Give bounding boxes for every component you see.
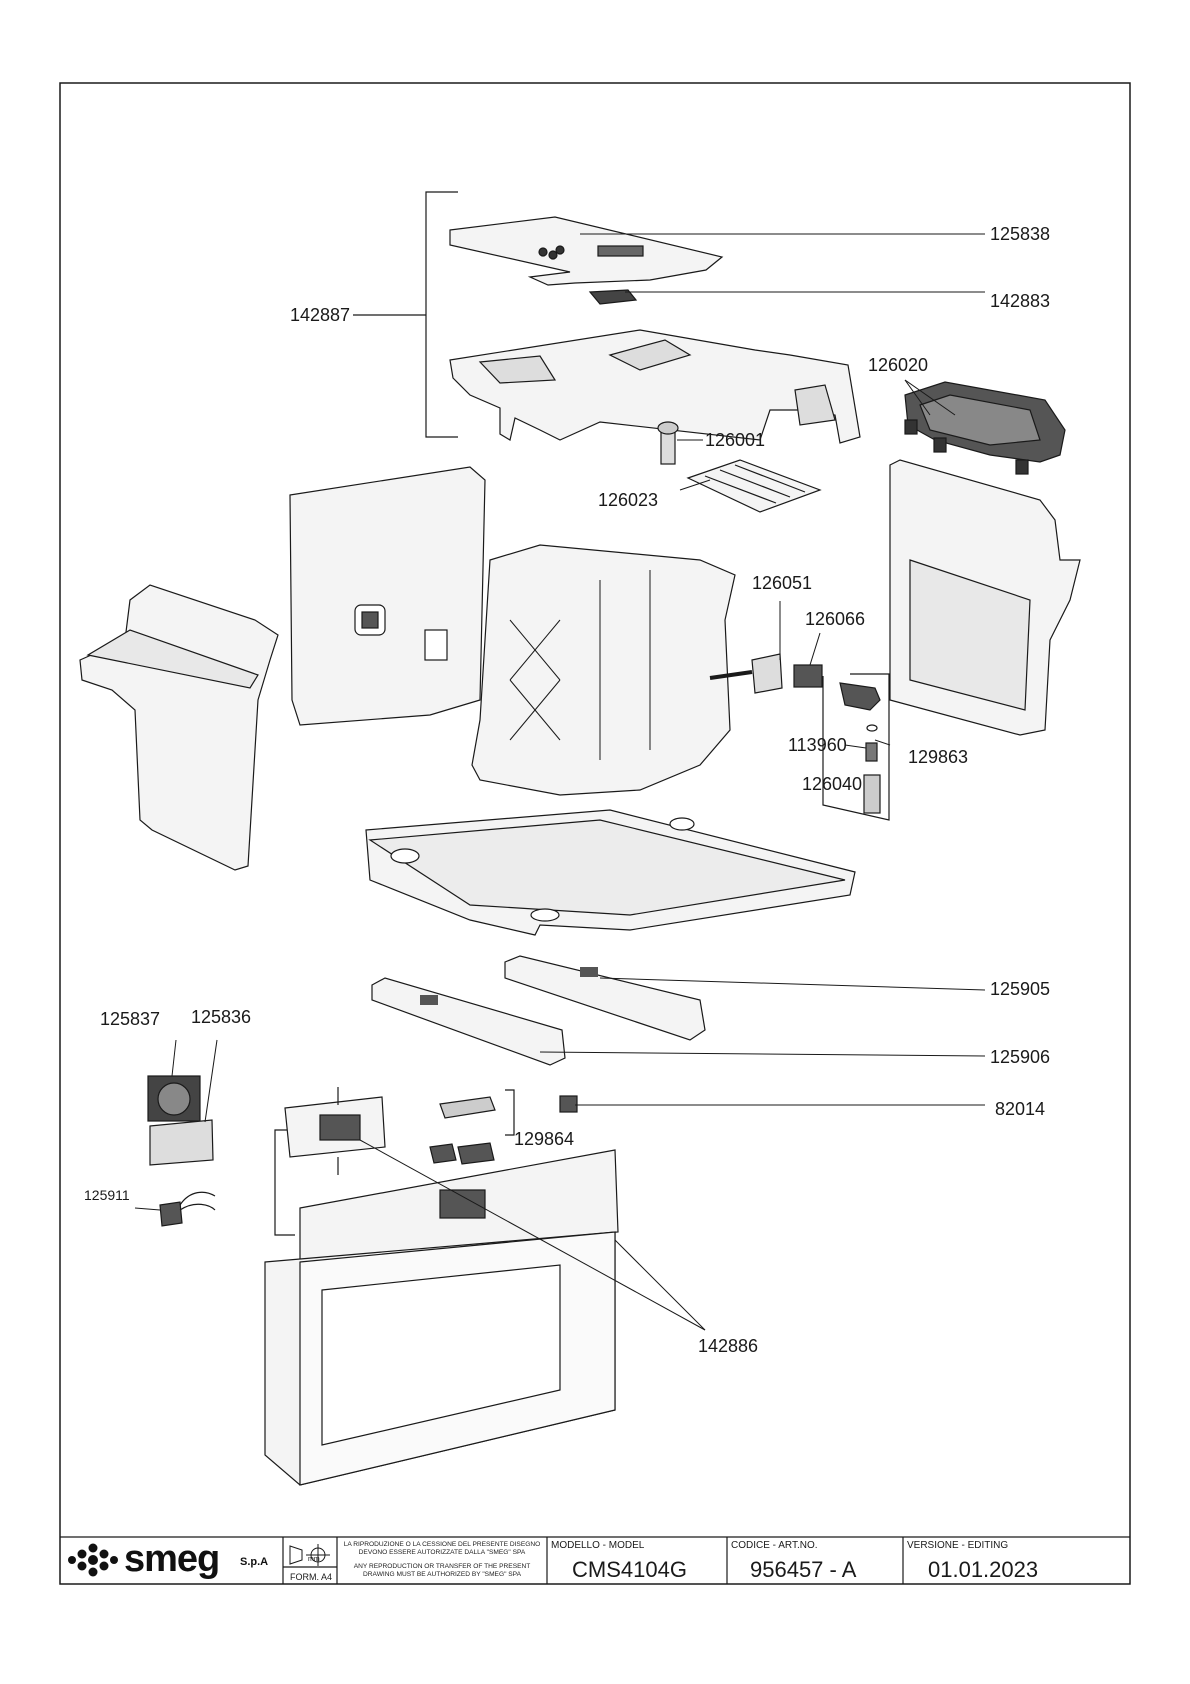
part-label-126001: 126001 [705, 430, 766, 450]
company-logo: smeg [124, 1538, 220, 1580]
switch-part [159, 1201, 183, 1227]
part-label-125905: 125905 [990, 979, 1051, 999]
grille-part [686, 459, 822, 513]
connector-part [793, 664, 823, 688]
model-value: CMS4104G [572, 1557, 687, 1582]
part-label-125838: 125838 [990, 224, 1051, 244]
scale-unit-label: mm [308, 1556, 320, 1563]
code-header: CODICE - ART.NO. [731, 1540, 818, 1551]
rail-upper-part [504, 955, 706, 1041]
pcb-board-part [751, 653, 783, 694]
model-header: MODELLO - MODEL [551, 1540, 645, 1551]
part-label-129863: 129863 [908, 747, 969, 767]
notice-italian: LA RIPRODUZIONE O LA CESSIONE DEL PRESEN… [343, 1541, 541, 1556]
rail-lower-part [371, 977, 566, 1066]
inner-frame-part [471, 544, 736, 796]
top-frame-part [449, 329, 861, 444]
part-label-126051: 126051 [752, 573, 813, 593]
part-label-125911: 125911 [84, 1187, 130, 1203]
left-side-panel-part [79, 584, 279, 871]
small-parts-left [147, 1075, 216, 1227]
drawing-frame [59, 82, 1131, 1585]
smeg-logo-mark [68, 1543, 118, 1577]
part-label-82014: 82014 [995, 1099, 1046, 1119]
valve-group [822, 673, 890, 821]
part-label-142886: 142886 [698, 1336, 759, 1356]
back-panel-part [289, 466, 486, 726]
part-label-142887: 142887 [290, 305, 351, 325]
company-suffix: S.p.A [240, 1556, 269, 1568]
version-value: 01.01.2023 [928, 1557, 1039, 1582]
part-label-142883: 142883 [990, 291, 1051, 311]
part-label-129864: 129864 [514, 1129, 575, 1149]
part-label-125837: 125837 [100, 1009, 161, 1029]
top-lid-part [449, 216, 724, 286]
part-label-113960: 113960 [788, 735, 847, 755]
clip-part [559, 1095, 578, 1113]
small-panel-part [588, 289, 638, 305]
projection-symbol-icon [289, 1544, 330, 1566]
control-board-part [149, 1119, 214, 1166]
code-value: 956457 - A [750, 1557, 857, 1582]
part-label-126023: 126023 [598, 490, 659, 510]
format-label: FORM. A4 [290, 1572, 333, 1582]
title-block-frame [60, 1536, 1130, 1584]
notice-english: ANY REPRODUCTION OR TRANSFER OF THE PRES… [353, 1563, 531, 1578]
part-label-125836: 125836 [191, 1007, 252, 1027]
leader-lines [134, 233, 986, 1331]
part-label-126020: 126020 [868, 355, 929, 375]
part-label-126066: 126066 [805, 609, 866, 629]
front-assembly [264, 1087, 619, 1486]
rails-assembly [371, 955, 706, 1066]
part-label-125906: 125906 [990, 1047, 1051, 1067]
part-label-126040: 126040 [802, 774, 863, 794]
version-header: VERSIONE - EDITING [907, 1540, 1009, 1551]
top-cover-assembly [353, 191, 1066, 513]
middle-body-assembly [79, 459, 1081, 936]
